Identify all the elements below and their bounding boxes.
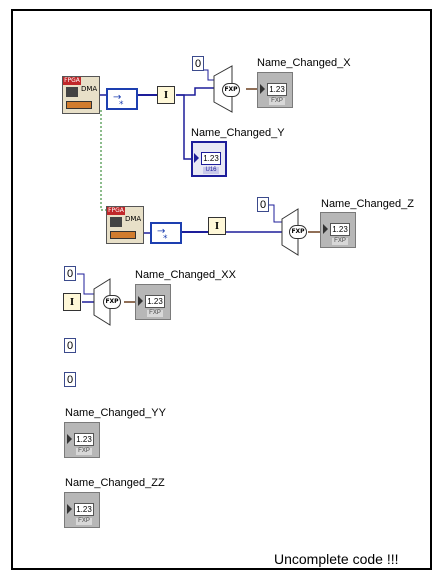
arrow-right-icon: →: [157, 226, 166, 237]
indicator-z-display: 1.23: [330, 223, 350, 236]
wire-c2-castz: [269, 204, 285, 223]
input-arrow-icon: [138, 296, 143, 306]
indicator-y[interactable]: 1.23 U16: [191, 141, 227, 177]
asterisk-icon: *: [119, 100, 124, 110]
indicator-zz[interactable]: 1.23 FXP: [64, 492, 100, 528]
type-convert-node-2[interactable]: I: [208, 217, 226, 235]
fifo-read-node-2[interactable]: → *: [150, 222, 182, 244]
input-arrow-icon: [67, 434, 72, 444]
constant-2[interactable]: 0: [257, 197, 269, 212]
error-wire: [100, 110, 108, 211]
indicator-yy-display: 1.23: [74, 433, 94, 446]
indicator-y-label: Name_Changed_Y: [191, 127, 285, 139]
indicator-zz-type: FXP: [76, 518, 92, 525]
indicator-zz-label: Name_Changed_ZZ: [65, 477, 165, 489]
dma-label: DMA: [125, 215, 142, 223]
indicator-xx-display: 1.23: [145, 295, 165, 308]
indicator-y-display: 1.23: [201, 152, 221, 165]
indicator-zz-display: 1.23: [74, 503, 94, 516]
indicator-x[interactable]: 1.23 FXP: [257, 72, 293, 108]
indicator-xx-label: Name_Changed_XX: [135, 269, 236, 281]
fpga-tag: FPGA: [107, 207, 125, 215]
convert-icon: I: [69, 296, 75, 308]
input-arrow-icon: [260, 84, 265, 94]
convert-icon: I: [163, 89, 169, 101]
indicator-yy-type: FXP: [76, 448, 92, 455]
wire-conv1-castx: [176, 87, 214, 96]
constant-3[interactable]: 0: [64, 266, 76, 281]
indicator-xx-type: FXP: [147, 310, 163, 317]
indicator-y-type: U16: [203, 167, 219, 174]
fifo-dma-block-2[interactable]: FPGA DMA: [106, 206, 144, 244]
indicator-yy-label: Name_Changed_YY: [65, 407, 166, 419]
indicator-z-type: FXP: [332, 238, 348, 245]
arrow-right-icon: →: [113, 92, 122, 103]
indicator-z[interactable]: 1.23 FXP: [320, 212, 356, 248]
indicator-x-type: FXP: [269, 98, 285, 105]
chip-icon: [66, 87, 78, 97]
fxp-cast-3[interactable]: FXP: [103, 295, 121, 309]
fifo-read-node-1[interactable]: → *: [106, 88, 138, 110]
indicator-x-display: 1.23: [267, 83, 287, 96]
constant-5[interactable]: 0: [64, 372, 76, 387]
constant-1[interactable]: 0: [192, 56, 204, 71]
fifo-dma-block-1[interactable]: FPGA DMA: [62, 76, 100, 114]
constant-4[interactable]: 0: [64, 338, 76, 353]
asterisk-icon: *: [163, 234, 168, 244]
indicator-yy[interactable]: 1.23 FXP: [64, 422, 100, 458]
incomplete-note: Uncomplete code !!!: [274, 551, 399, 567]
fifo-bar-icon: [110, 231, 136, 239]
fpga-tag: FPGA: [63, 77, 81, 85]
indicator-z-label: Name_Changed_Z: [321, 198, 414, 210]
wire-c3-castxx: [77, 273, 96, 295]
indicator-x-label: Name_Changed_X: [257, 57, 351, 69]
type-convert-node-3[interactable]: I: [63, 293, 81, 311]
convert-icon: I: [214, 220, 220, 232]
chip-icon: [110, 217, 122, 227]
type-convert-node-1[interactable]: I: [157, 86, 175, 104]
input-arrow-icon: [194, 153, 199, 163]
input-arrow-icon: [67, 504, 72, 514]
dma-label: DMA: [81, 85, 98, 93]
input-arrow-icon: [323, 224, 328, 234]
indicator-xx[interactable]: 1.23 FXP: [135, 284, 171, 320]
fxp-cast-1[interactable]: FXP: [222, 83, 240, 97]
fifo-bar-icon: [66, 101, 92, 109]
wire-conv1-y: [176, 94, 191, 160]
cast-xx-shape: [93, 278, 111, 326]
fxp-cast-2[interactable]: FXP: [289, 225, 307, 239]
